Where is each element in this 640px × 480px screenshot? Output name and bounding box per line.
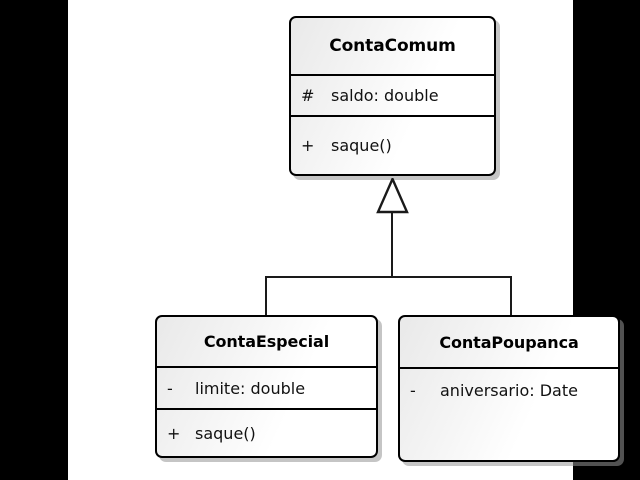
uml-class-contaespecial[interactable]: ContaEspecial - limite: double + saque() (155, 315, 378, 458)
class-name-contaespecial: ContaEspecial (203, 332, 330, 351)
visibility-marker: - (167, 378, 173, 398)
class-name-contapoupanca: ContaPoupanca (439, 332, 579, 352)
attributes-compartment-contapoupanca: - aniversario: Date (400, 367, 618, 460)
attributes-compartment-contaespecial: - limite: double (157, 366, 376, 408)
visibility-marker: - (410, 380, 416, 400)
attributes-compartment-contacomum: # saldo: double (291, 74, 494, 115)
visibility-marker: # (301, 86, 315, 105)
generalization-arrowhead-icon (376, 178, 409, 214)
attribute-signature: saldo: double (331, 86, 439, 105)
attribute-row: - aniversario: Date (400, 369, 618, 411)
generalization-stem (391, 213, 393, 278)
generalization-bus (265, 276, 512, 278)
uml-class-contacomum[interactable]: ContaComum # saldo: double + saque() (289, 16, 496, 176)
operation-row: + saque() (157, 410, 376, 456)
uml-class-contapoupanca[interactable]: ContaPoupanca - aniversario: Date (398, 315, 620, 462)
class-name-contacomum: ContaComum (329, 36, 456, 56)
attribute-signature: aniversario: Date (440, 380, 578, 400)
operations-compartment-contacomum: + saque() (291, 115, 494, 174)
generalization-branch-contaespecial (265, 276, 267, 316)
visibility-marker: + (167, 423, 181, 443)
operation-row: + saque() (291, 117, 494, 174)
attribute-row: - limite: double (157, 368, 376, 408)
visibility-marker: + (301, 136, 315, 155)
diagram-paper: ContaComum # saldo: double + saque() (68, 0, 620, 480)
operation-signature: saque() (195, 423, 256, 443)
attribute-row: # saldo: double (291, 76, 494, 115)
generalization-branch-contapoupanca (510, 276, 512, 316)
attribute-signature: limite: double (195, 378, 306, 398)
operations-compartment-contaespecial: + saque() (157, 408, 376, 456)
operation-signature: saque() (331, 136, 392, 155)
